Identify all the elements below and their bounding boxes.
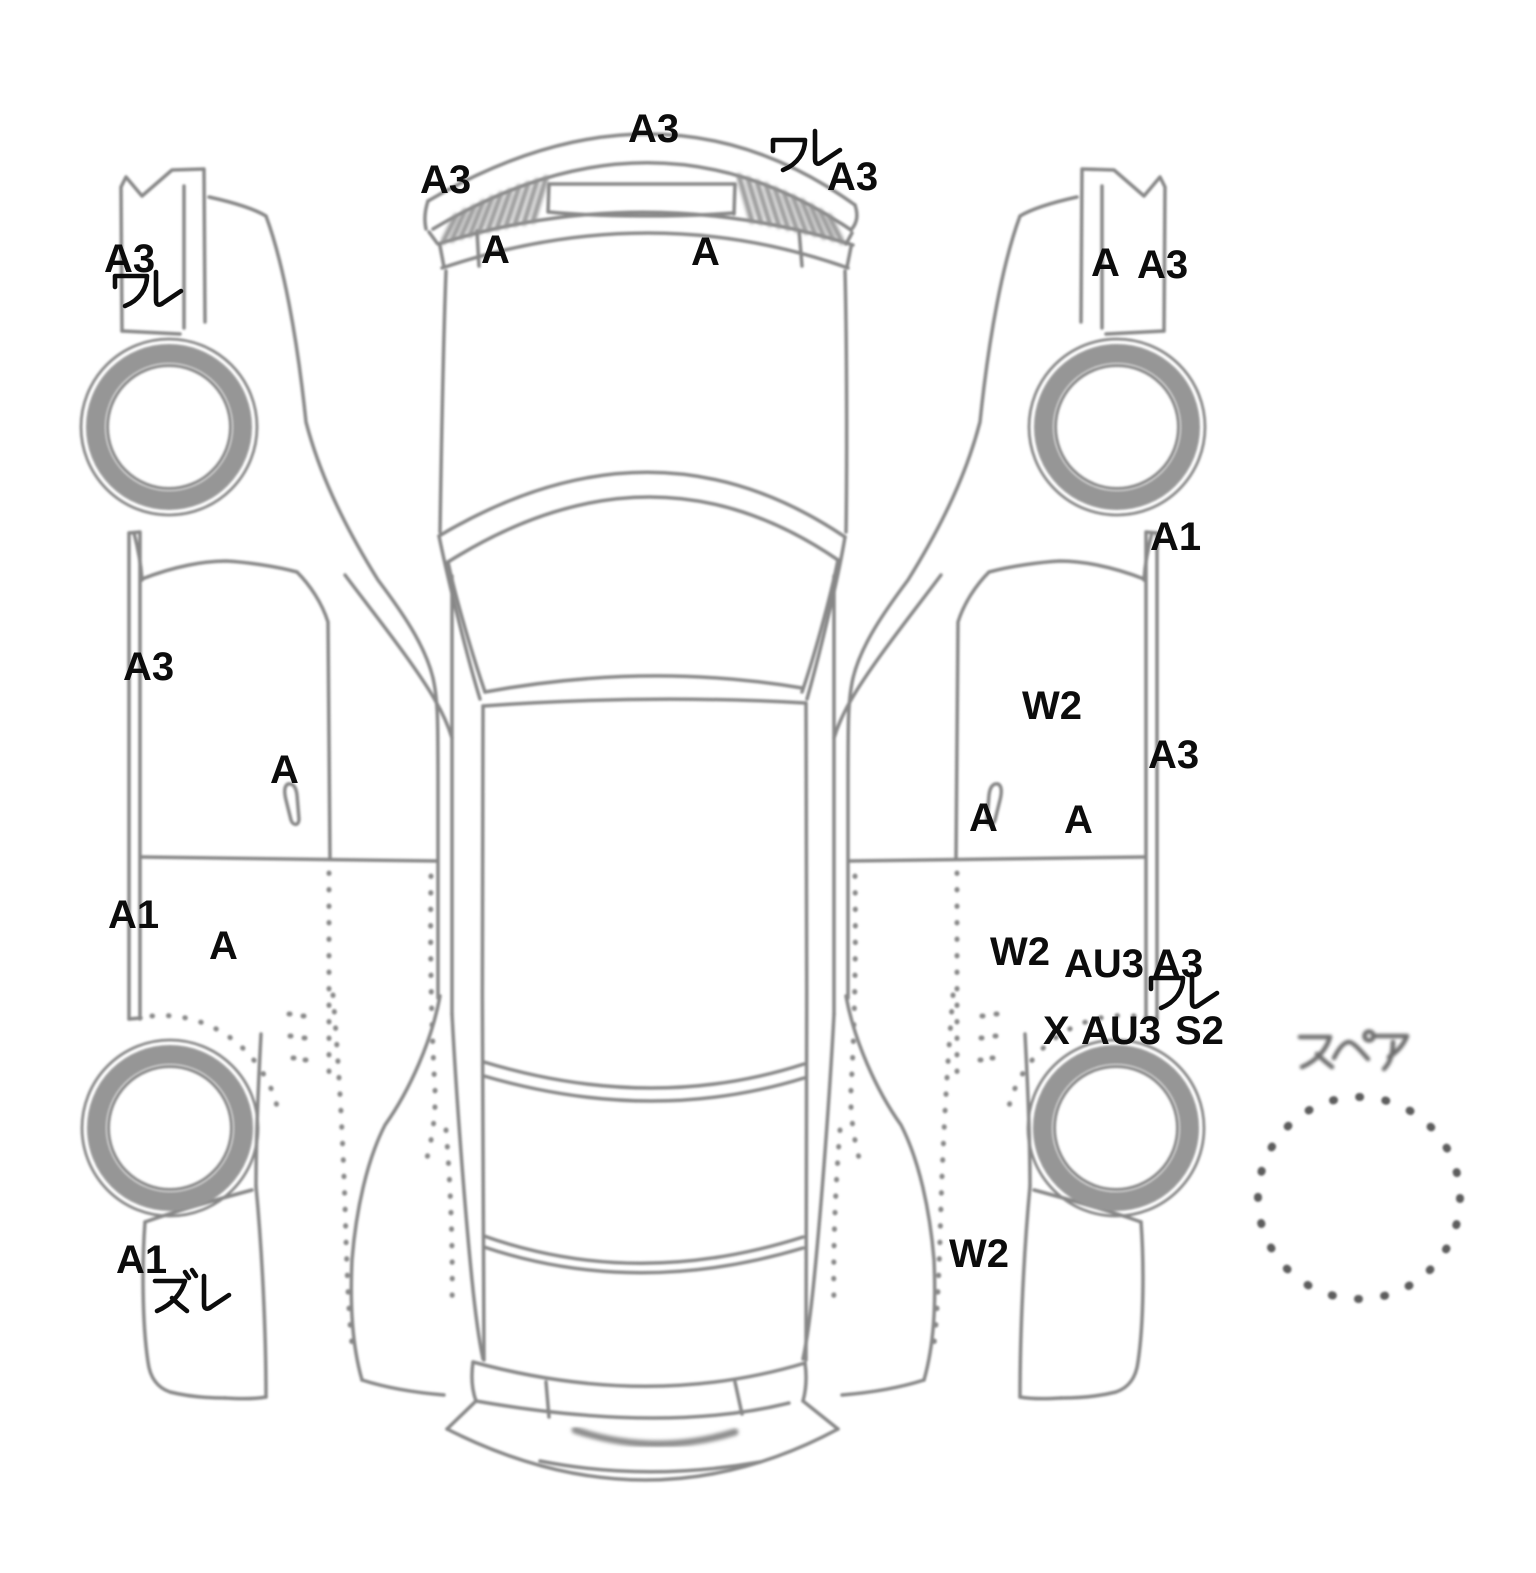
svg-text:AU3: AU3 [1081,1009,1161,1053]
svg-text:W2: W2 [990,930,1050,974]
svg-text:A3: A3 [123,645,174,689]
svg-text:A3: A3 [420,158,471,202]
svg-text:A: A [1064,798,1093,842]
svg-text:A3: A3 [628,107,679,151]
svg-text:A1: A1 [108,893,159,937]
svg-text:W2: W2 [1022,684,1082,728]
svg-text:A: A [481,228,510,272]
svg-text:X: X [1043,1009,1070,1053]
svg-text:A1: A1 [116,1238,167,1282]
svg-text:A1: A1 [1150,515,1201,559]
svg-text:A: A [270,748,299,792]
svg-text:A: A [969,796,998,840]
svg-text:AU3: AU3 [1064,942,1144,986]
svg-text:A3: A3 [1137,243,1188,287]
svg-text:S2: S2 [1175,1009,1224,1053]
svg-text:A3: A3 [827,155,878,199]
svg-text:A: A [691,230,720,274]
svg-text:A3: A3 [104,237,155,281]
svg-text:A: A [209,924,238,968]
svg-text:W2: W2 [949,1232,1009,1276]
svg-text:A: A [1091,241,1120,285]
svg-text:A3: A3 [1148,733,1199,777]
